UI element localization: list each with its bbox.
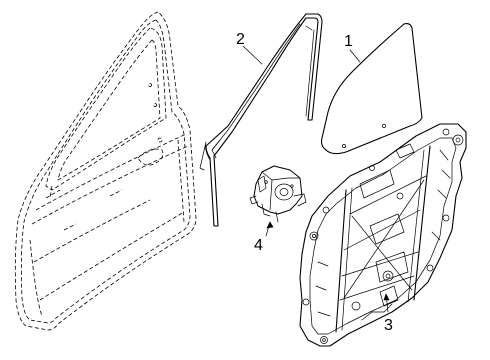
callout-4: 4 [254,237,263,254]
leader-lines [242,45,390,313]
door-glass [320,22,423,155]
callout-2: 2 [236,31,245,48]
callout-1: 1 [344,33,353,50]
window-regulator [299,123,467,347]
run-channel [199,13,323,227]
door-shell [14,11,197,331]
callout-3: 3 [384,317,393,334]
window-motor [249,165,307,223]
